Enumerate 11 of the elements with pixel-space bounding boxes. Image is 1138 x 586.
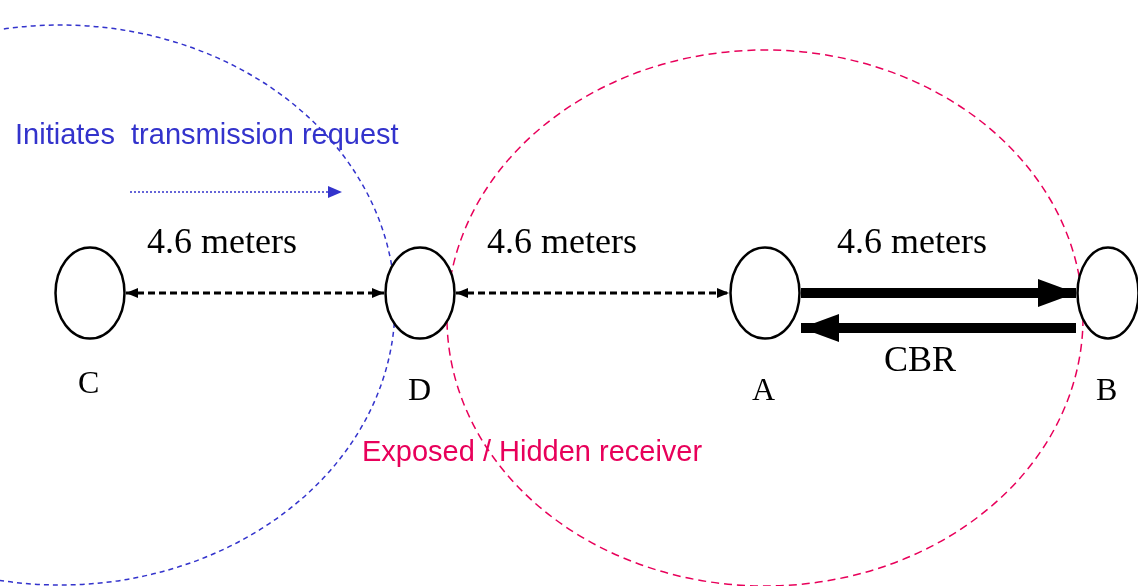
node-circle	[729, 246, 801, 340]
node-label: D	[408, 372, 432, 406]
node-circle	[384, 246, 456, 340]
node-label: B	[1096, 372, 1118, 406]
node-label: C	[78, 365, 100, 399]
node-label: A	[752, 372, 776, 406]
arrow	[801, 279, 1076, 307]
arrow	[456, 288, 729, 298]
arrow	[126, 288, 384, 298]
note-text: Initiates transmission request	[15, 118, 399, 151]
node-circle	[54, 246, 126, 340]
